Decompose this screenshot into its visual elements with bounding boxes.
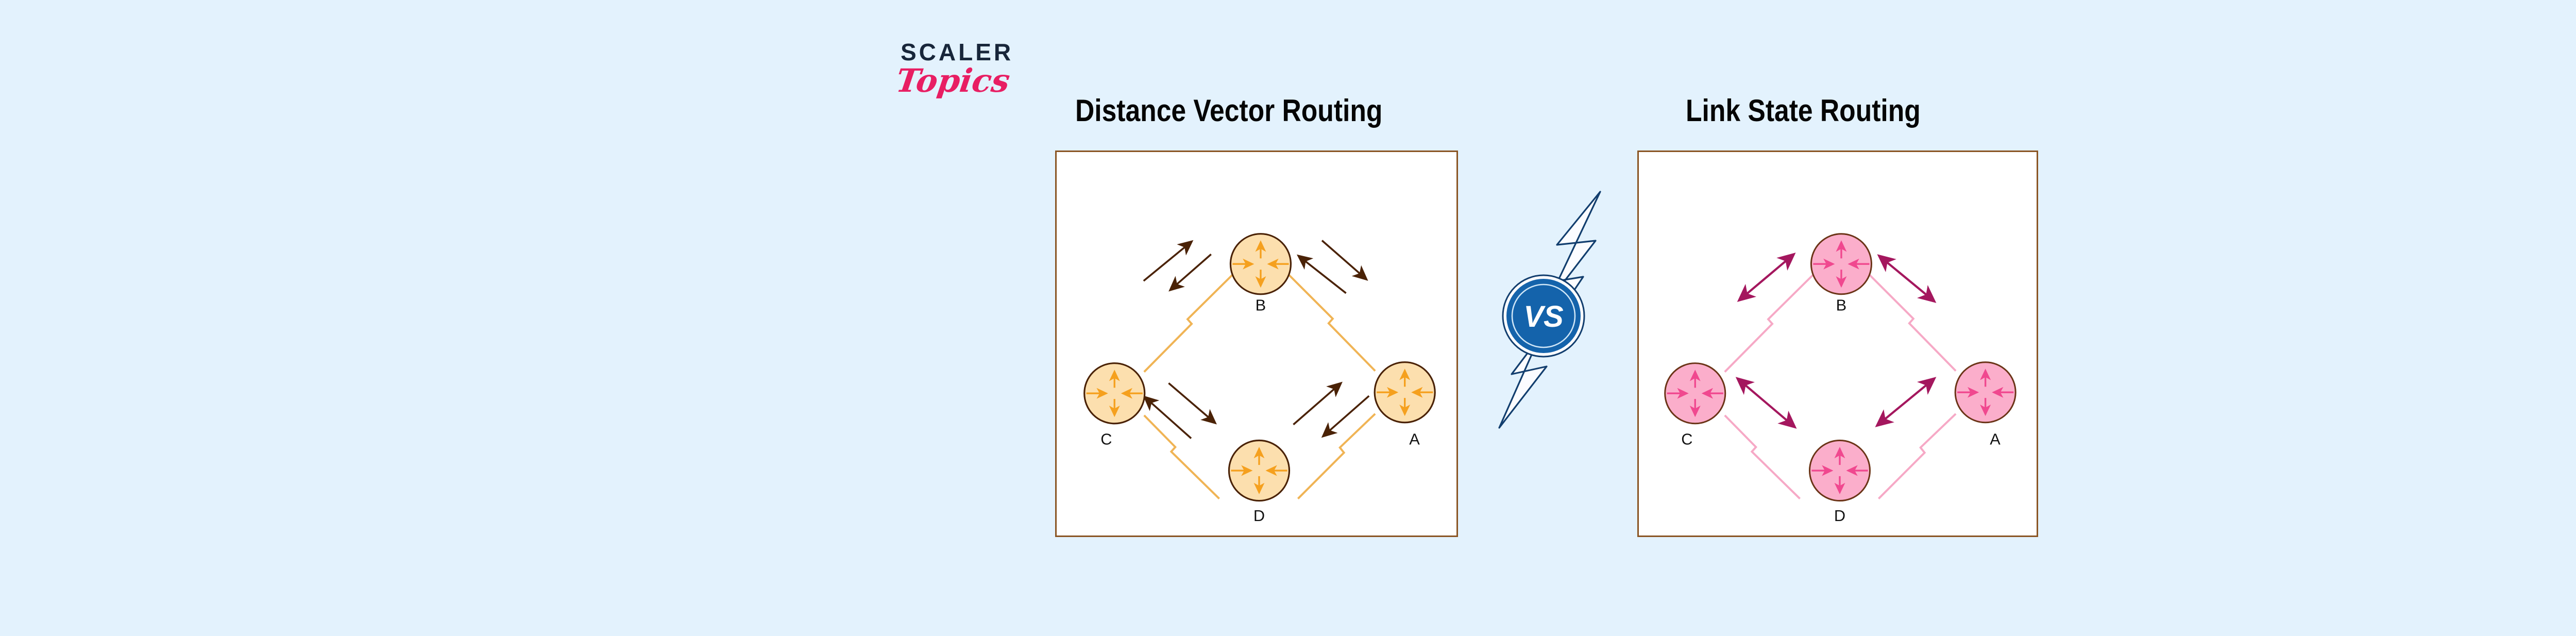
page-title-link-state: Link State Routing — [1686, 93, 1921, 128]
logo-wordmark-topics: Topics — [893, 62, 1012, 99]
dv-node-b[interactable]: B — [1229, 233, 1292, 314]
dv-node-d-arrows — [1231, 446, 1287, 495]
vs-label: VS — [1523, 300, 1564, 333]
ls-message-arrows — [1735, 253, 1937, 429]
dv-link-c-b — [1143, 271, 1236, 373]
dv-link-b-a — [1285, 271, 1376, 372]
ls-link-d-a — [1877, 413, 1957, 499]
dv-node-a-arrows — [1377, 369, 1433, 416]
distance-vector-network-diagram: B C — [1083, 233, 1436, 525]
ls-node-label-b: B — [1836, 296, 1847, 314]
ls-node-d[interactable]: D — [1808, 440, 1871, 525]
dv-arrow-a-to-b — [1296, 254, 1347, 294]
ls-node-c[interactable]: C — [1664, 362, 1726, 448]
ls-link-c-b — [1724, 271, 1817, 373]
ls-node-a[interactable]: A — [1954, 361, 2016, 448]
dv-node-a[interactable]: A — [1374, 361, 1436, 448]
ls-link-b-a — [1866, 271, 1957, 372]
diagram-panel-distance-vector: B C — [1055, 150, 1458, 537]
dv-arrow-c-to-d — [1168, 382, 1217, 425]
diagram-panel-link-state: B C — [1637, 150, 2038, 537]
ls-arrow-b-a — [1877, 254, 1937, 303]
ls-link-c-d — [1724, 414, 1801, 499]
dv-node-c[interactable]: C — [1083, 362, 1146, 448]
dv-arrow-b-to-a — [1321, 240, 1368, 281]
ls-node-label-d: D — [1834, 507, 1845, 525]
dv-message-arrows — [1143, 240, 1370, 439]
ls-node-d-arrows — [1811, 446, 1868, 495]
vs-badge-outer-stroke — [1502, 274, 1585, 358]
dv-node-label-b: B — [1256, 296, 1266, 314]
ls-node-b-arrows — [1813, 240, 1870, 288]
vs-badge-disc — [1506, 279, 1581, 353]
dv-node-b-arrows — [1232, 240, 1289, 288]
ls-node-c-arrows — [1667, 370, 1723, 417]
ls-node-a-circle[interactable] — [1954, 361, 2016, 424]
ls-arrow-c-d — [1735, 377, 1797, 429]
link-state-network-diagram: B C — [1664, 233, 2016, 525]
dv-link-c-d — [1143, 414, 1220, 499]
dv-arrow-a-to-d — [1321, 395, 1370, 438]
dv-links — [1143, 271, 1376, 499]
vs-badge-inner-ring — [1511, 283, 1576, 348]
ls-arrow-d-a — [1875, 377, 1937, 427]
ls-arrow-c-b — [1737, 253, 1796, 302]
ls-node-d-circle[interactable] — [1808, 440, 1871, 502]
ls-node-a-arrows — [1957, 369, 2014, 416]
ls-node-c-circle[interactable] — [1664, 362, 1726, 425]
versus-graphic: VS — [1498, 191, 1601, 429]
dv-node-b-circle[interactable] — [1229, 233, 1292, 295]
dv-node-d-circle[interactable] — [1228, 439, 1291, 502]
dv-node-label-c: C — [1100, 430, 1112, 448]
page-title-distance-vector: Distance Vector Routing — [1075, 93, 1383, 128]
ls-node-b[interactable]: B — [1810, 233, 1872, 314]
dv-arrow-d-to-a — [1293, 381, 1343, 426]
ls-node-b-circle[interactable] — [1810, 233, 1872, 295]
dv-node-c-circle[interactable] — [1083, 362, 1146, 425]
ls-node-label-c: C — [1681, 430, 1692, 448]
dv-arrow-b-to-c — [1168, 254, 1212, 292]
dv-node-label-a: A — [1409, 430, 1420, 448]
dv-node-d[interactable]: D — [1228, 439, 1291, 525]
dv-link-d-a — [1297, 413, 1376, 499]
ls-node-label-a: A — [1990, 430, 2001, 448]
scaler-topics-logo: SCALER Topics — [894, 39, 1071, 118]
logo-wordmark-scaler: SCALER — [901, 39, 1014, 65]
dv-arrow-c-to-b — [1143, 240, 1194, 282]
dv-arrow-d-to-c — [1143, 395, 1192, 439]
versus-divider: VS — [1489, 170, 1628, 459]
dv-node-c-arrows — [1086, 370, 1143, 417]
dv-node-label-d: D — [1253, 507, 1265, 525]
dv-node-a-circle[interactable] — [1374, 361, 1436, 424]
